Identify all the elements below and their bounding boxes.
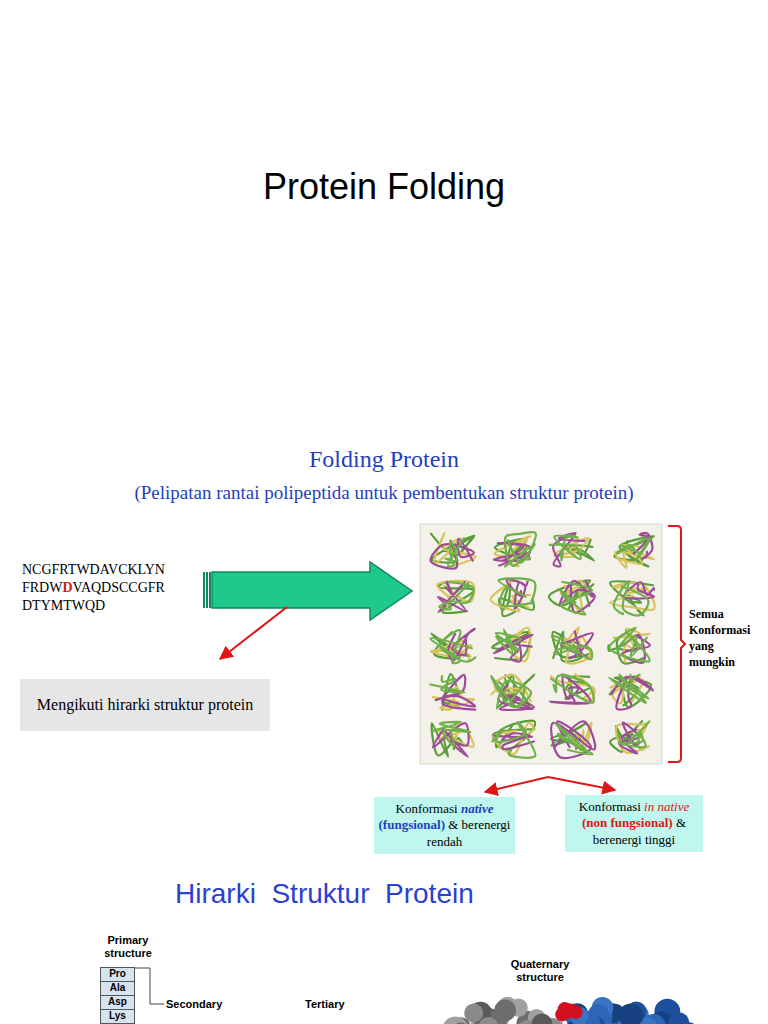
outcome-box: Konformasi native (fungsional) & berener… — [374, 797, 515, 854]
box-text: Konformasi in native (non fungsional) & … — [569, 799, 699, 848]
atom-sphere — [664, 1021, 686, 1024]
sequence-text: NCGFRTWDAVCKLYN FRDWDVAQDSCCGFR DTYMTWQD — [22, 561, 200, 615]
ribbon — [619, 723, 640, 754]
atom-sphere — [464, 1004, 483, 1023]
bracket-note: Semua Konformasi yang mungkin — [689, 606, 761, 670]
ribbon — [491, 676, 531, 708]
green-arrow — [203, 562, 412, 620]
atom-sphere — [494, 999, 516, 1021]
red-arrow — [548, 777, 615, 790]
red-arrow — [220, 607, 287, 659]
subtitle: (Pelipatan rantai polipeptida untuk pemb… — [0, 482, 768, 504]
ribbon — [498, 578, 535, 606]
ribbon — [634, 533, 653, 559]
slide-title: Protein Folding — [0, 166, 768, 208]
ribbon — [609, 674, 649, 703]
atom-sphere — [681, 1022, 698, 1024]
ribbon — [558, 582, 592, 615]
box-text: Pro — [109, 968, 126, 981]
atom-sphere — [531, 1014, 552, 1024]
ribbon — [430, 630, 475, 663]
highlight: (fungsional) — [379, 817, 445, 832]
ribbon — [609, 628, 649, 662]
structure-level: Quaternary structure — [490, 958, 590, 984]
highlight: (non fungsional) — [582, 815, 673, 830]
ribbon — [431, 539, 474, 569]
box-text: Ala — [110, 982, 126, 995]
ribbon — [505, 532, 536, 566]
highlight: D — [62, 580, 72, 595]
structure-level: Secondary — [166, 998, 222, 1010]
ribbon — [430, 676, 465, 692]
conformation-grid — [420, 524, 662, 764]
residue-box: Pro — [100, 967, 135, 982]
residue-box: Asp — [100, 995, 135, 1010]
section-heading: Hirarki Struktur Protein — [175, 878, 474, 910]
section-title: Folding Protein — [0, 446, 768, 473]
box-text: Konformasi native (fungsional) & berener… — [378, 801, 511, 850]
box-text: Lys — [109, 1010, 126, 1023]
ribbon — [551, 721, 595, 758]
ribbon — [439, 582, 473, 610]
bracket — [668, 526, 685, 762]
box-text: Mengikuti hirarki struktur protein — [37, 695, 253, 715]
box-text: Asp — [108, 996, 127, 1009]
ribbon — [433, 722, 471, 746]
ribbon — [552, 636, 592, 659]
atom-sphere — [569, 1005, 583, 1019]
ribbon — [617, 538, 650, 560]
ribbon — [554, 722, 592, 754]
outcome-box: Konformasi in native (non fungsional) & … — [565, 795, 703, 852]
ribbon — [553, 533, 584, 566]
atom-sphere — [618, 1003, 643, 1024]
structure-level: Primary structure — [88, 934, 168, 960]
ribbon — [492, 722, 535, 757]
ribbon — [550, 535, 581, 560]
atom-sphere — [442, 1016, 468, 1024]
ribbon — [445, 538, 464, 566]
ribbon — [619, 721, 650, 747]
highlight: native — [461, 801, 494, 816]
atom-sphere — [452, 1023, 469, 1024]
leader-line — [135, 968, 164, 1004]
ribbon — [438, 583, 473, 613]
protein-ribbons — [430, 532, 654, 758]
residue-box: Lys — [100, 1009, 135, 1024]
red-arrow — [485, 777, 548, 792]
ribbon — [551, 674, 594, 703]
highlight: in native — [644, 799, 689, 814]
residue-box: Ala — [100, 981, 135, 996]
ribbon — [614, 581, 649, 615]
quaternary-protein-image — [442, 997, 697, 1024]
note-box: Mengikuti hirarki struktur protein — [20, 679, 270, 731]
structure-level: Tertiary — [305, 998, 345, 1010]
ribbon — [496, 629, 521, 653]
